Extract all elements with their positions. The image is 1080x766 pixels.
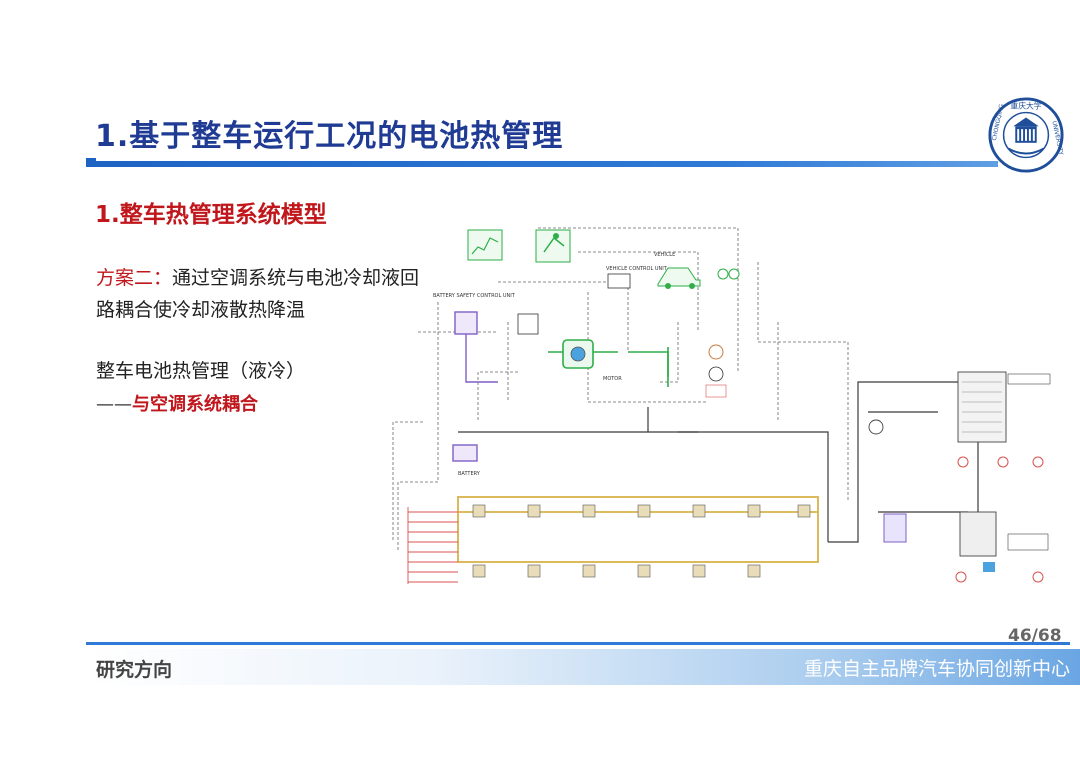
- body-dash: ——: [96, 394, 132, 415]
- sensor-bus: [407, 507, 458, 584]
- evaporator: [959, 511, 997, 557]
- section-subtitle: 1.整车热管理系统模型: [95, 202, 327, 228]
- scheme-description: 方案二：通过空调系统与电池冷却液回路耦合使冷却液散热降温: [96, 262, 426, 326]
- motor-label: MOTOR: [603, 376, 622, 382]
- coolant-cell: [527, 504, 541, 518]
- scheme-colon: ：: [153, 267, 173, 289]
- gauge-icon: [708, 366, 724, 382]
- scheme-text: 通过空调系统与电池冷却液回路耦合使冷却液散热降温: [96, 267, 420, 321]
- vcu-label: VEHICLE CONTROL UNIT: [606, 266, 668, 272]
- body-line-1: 整车电池热管理（液冷）: [96, 360, 306, 382]
- coolant-cell: [747, 564, 761, 578]
- gauge-icon: [708, 344, 724, 360]
- coolant-cell: [747, 504, 761, 518]
- battery-safety-label: BATTERY SAFETY CONTROL UNIT: [433, 293, 516, 299]
- vcu-box: [607, 273, 631, 289]
- coolant-cell: [797, 504, 811, 518]
- thermal-management-diagram: MOTOR BATTERY SAFETY CONTROL UNIT BATTER…: [392, 227, 1051, 584]
- signal-lines: [392, 227, 849, 552]
- battery-loop: [452, 311, 498, 462]
- driver-icon: [535, 229, 571, 263]
- footer-organization: 重庆自主品牌汽车协同创新中心: [803, 658, 1070, 680]
- coolant-cell: [637, 504, 651, 518]
- chiller: [883, 513, 907, 543]
- slide-title: 1.基于整车运行工况的电池热管理: [95, 119, 564, 154]
- vehicle-label: VEHICLE: [654, 252, 675, 258]
- coolant-cell: [527, 564, 541, 578]
- coolant-cell: [582, 564, 596, 578]
- motor-icon: [570, 346, 586, 362]
- coolant-cell: [692, 504, 706, 518]
- body-line-2: ——与空调系统耦合: [96, 390, 258, 416]
- university-logo: 重庆大学 CHONGQING UNIVERSITY: [988, 97, 1064, 173]
- controller-box: [517, 313, 539, 335]
- coolant-cell: [637, 564, 651, 578]
- battery-label: BATTERY: [458, 471, 481, 477]
- alert-box: [705, 384, 727, 398]
- scheme-label: 方案二: [96, 267, 154, 289]
- coolant-cell: [692, 564, 706, 578]
- logo-top-text: 重庆大学: [1010, 101, 1041, 111]
- coolant-cell: [472, 504, 486, 518]
- coolant-cell: [472, 564, 486, 578]
- compressor-icon: [868, 419, 884, 435]
- coolant-cells: [472, 504, 811, 578]
- chart-monitor-icon: [467, 229, 503, 261]
- footer-rule: [86, 642, 1070, 645]
- coolant-cell: [582, 504, 596, 518]
- title-underline: [86, 158, 998, 167]
- footer-band: [86, 649, 1080, 685]
- page-number: 46/68: [1008, 626, 1062, 646]
- body-line-2-text: 与空调系统耦合: [132, 394, 258, 415]
- ac-system: [868, 371, 1051, 583]
- condenser: [957, 371, 1007, 443]
- footer-section-label: 研究方向: [96, 659, 173, 681]
